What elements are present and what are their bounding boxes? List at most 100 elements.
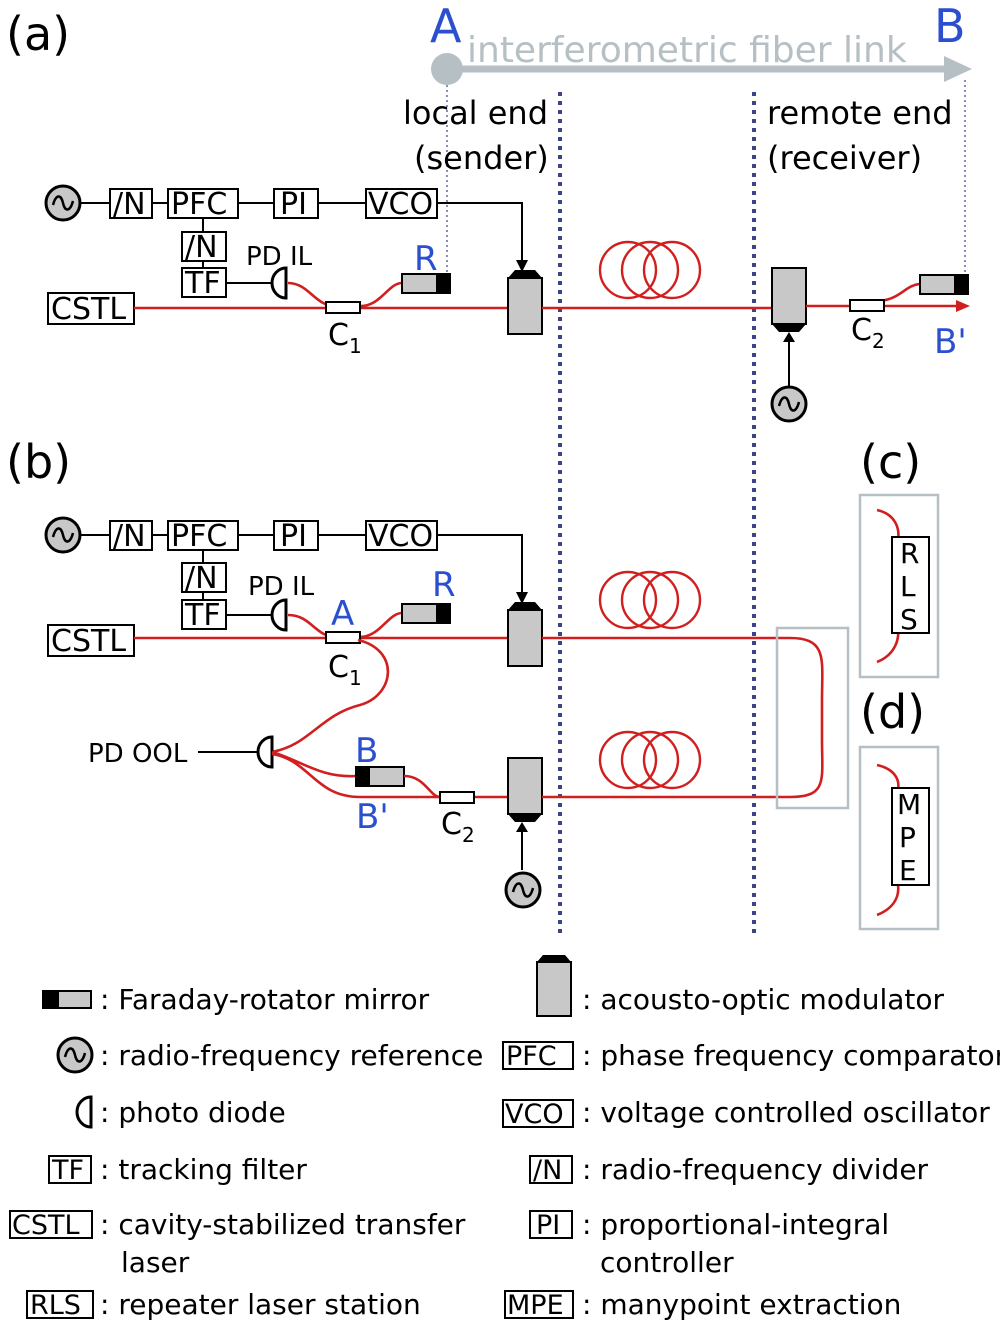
photo-diode-il-icon [270,598,288,632]
legend-pi-1: : proportional-integral [582,1208,889,1241]
legend-div-key: /N [533,1155,562,1186]
mpe-panel [858,745,940,931]
aom-remote [771,267,807,332]
coupler-c2 [439,791,475,804]
legend-pi-key: PI [536,1210,560,1241]
label-b-prime-a: B' [934,322,967,362]
link-arrow [431,53,972,85]
legend-pfc: : phase frequency comparator [582,1039,1000,1072]
vco-box-label: VCO [368,519,433,554]
legend-pi-2: controller [600,1246,734,1279]
panel-label-b: (b) [6,435,71,489]
legend-rls-key: RLS [30,1290,81,1321]
cstl-box-label: CSTL [51,624,126,659]
coupler-c1 [325,631,361,644]
legend-cstl-key: CSTL [12,1210,80,1241]
faraday-mirror-r [401,273,451,294]
coupler-c1-label: C1 [328,650,362,690]
divider-box-label: /N [185,561,218,596]
faraday-mirror-icon [42,990,92,1009]
vco-box [365,520,438,551]
legend-aom: : acousto-optic modulator [582,983,945,1016]
faraday-mirror-remote [919,274,969,295]
mpe-letter: P [899,821,916,854]
legend: : Faraday-rotator mirror : radio-frequen… [9,955,1000,1321]
vco-box [365,188,438,219]
legend-cstl-2: laser [121,1246,190,1279]
mpe-box [891,787,930,886]
local-end-subtitle: (sender) [414,139,549,177]
fiber-spool-icon [598,570,702,630]
fiber-spool-icon [598,730,702,790]
tf-box-label: TF [184,266,221,301]
divider-box-label: /N [185,230,218,265]
label-b-prime-b: B' [356,797,389,837]
panel-label-c: (c) [860,435,921,489]
coupler-c2-label: C2 [441,807,475,847]
label-r: R [414,239,438,279]
legend-tf-key: TF [51,1155,84,1186]
aom-lower [507,757,543,822]
link-point-b: B [934,0,966,53]
pfc-box-label: PFC [171,187,227,222]
legend-rf: : radio-frequency reference [100,1039,483,1072]
mpe-letter: M [897,788,921,821]
remote-end-title: remote end [767,94,953,132]
faraday-mirror-r [401,603,451,624]
link-label: interferometric fiber link [467,30,907,71]
coupler-c1 [325,301,361,314]
coupler-c2 [849,299,885,312]
photo-diode-il-icon [270,266,288,300]
label-a-b: A [331,594,354,634]
panel-label-a: (a) [6,7,70,61]
legend-tf: : tracking filter [100,1153,307,1186]
rf-reference-icon [44,516,82,554]
pi-box-label: PI [280,519,307,554]
remote-loop-box [775,626,850,810]
pd-il-label: PD IL [248,572,315,602]
legend-frm: : Faraday-rotator mirror [100,983,430,1016]
label-r-b: R [432,565,456,605]
rls-box [891,536,930,634]
photo-diode-ool-icon [256,735,274,769]
rls-letter: S [900,603,918,636]
mpe-letter: E [899,854,917,887]
divider-box [109,188,153,219]
legend-vco: : voltage controlled oscillator [582,1096,990,1129]
pd-ool-label: PD OOL [88,739,188,769]
rf-reference-icon [44,184,82,222]
local-end-title: local end [403,94,548,132]
cstl-box-label: CSTL [51,292,126,327]
aom-legend-icon [536,955,572,1017]
legend-rls: : repeater laser station [100,1288,421,1321]
rf-reference-icon [56,1036,94,1074]
rls-panel [858,493,940,679]
rf-reference-icon [504,871,542,909]
tf-box [181,267,227,298]
aom-local [507,270,543,335]
photo-diode-icon [75,1095,93,1129]
legend-mpe: : manypoint extraction [582,1288,901,1321]
legend-pd: : photo diode [100,1096,286,1129]
legend-cstl-1: : cavity-stabilized transfer [100,1208,466,1241]
panel-label-d: (d) [860,685,925,739]
cstl-box [47,624,135,657]
legend-div: : radio-frequency divider [582,1153,929,1186]
coupler-c1-label: C1 [328,318,362,358]
pfc-box-label: PFC [171,519,227,554]
legend-pfc-key: PFC [506,1041,557,1072]
tf-box-label: TF [184,598,221,633]
aom-upper [507,602,543,667]
label-b-b: B [355,731,378,771]
pi-box-label: PI [280,187,307,222]
remote-end-subtitle: (receiver) [767,139,922,177]
rls-letter: L [900,570,916,603]
fiber-spool-icon [598,240,702,300]
vco-box-label: VCO [368,187,433,222]
divider-box-label: /N [113,519,146,554]
link-point-a: A [430,0,462,53]
pd-il-label: PD IL [246,242,313,272]
coupler-c2-label: C2 [851,313,885,353]
legend-vco-key: VCO [505,1099,564,1130]
